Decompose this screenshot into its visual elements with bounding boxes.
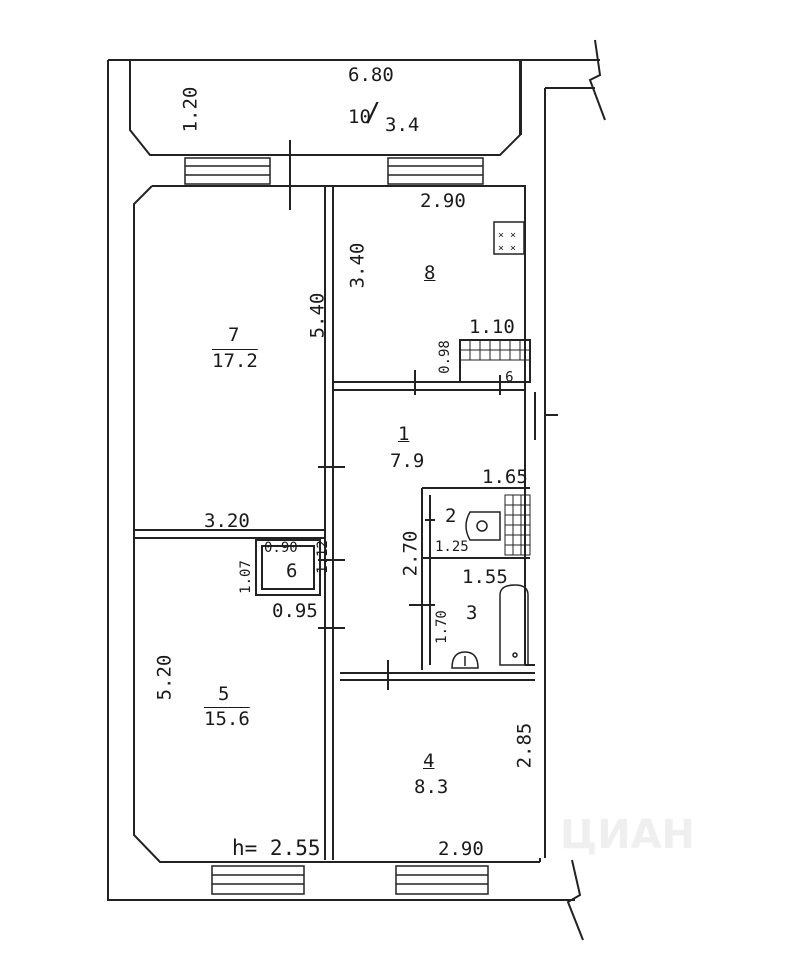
ceiling-height-label: h= 2.55 — [232, 836, 321, 860]
room-8-number: 8 — [424, 262, 436, 284]
room-4-depth: 2.85 — [513, 722, 536, 769]
room-3-depth: 1.70 — [433, 610, 450, 644]
break-mark-bottom — [566, 859, 584, 941]
room-3-number: 3 — [466, 602, 478, 624]
sink-icon — [451, 651, 479, 669]
room-4-number: 4 — [423, 750, 435, 772]
window-top-left — [184, 157, 271, 185]
room-8-width: 2.90 — [420, 190, 466, 212]
closet-6-side: 1.07 — [237, 560, 254, 594]
balcony-number: 10 — [348, 106, 371, 128]
closet-9-width: 1.10 — [469, 316, 515, 338]
balcony-slash: / — [365, 98, 381, 128]
room-1-width: 1.65 — [482, 466, 528, 488]
room-7-length: 5.40 — [306, 292, 329, 339]
room-7-area: 17.2 — [212, 350, 258, 372]
room-7-width: 3.20 — [204, 510, 250, 532]
closet-6-bottom: 0.95 — [272, 600, 318, 622]
watermark: ЦИАН — [560, 812, 696, 858]
closet-6-top: 0.90 — [264, 540, 298, 556]
toilet-icon — [465, 511, 501, 541]
window-top-right — [387, 157, 484, 185]
closet-9-depth: 0.98 — [436, 340, 453, 374]
room-3-width: 1.55 — [462, 566, 508, 588]
balcony-area: 3.4 — [385, 114, 420, 136]
outer-wall-left — [107, 60, 547, 901]
room-4-width: 2.90 — [438, 838, 484, 860]
closet-9 — [459, 339, 531, 383]
room-5-area: 15.6 — [204, 708, 250, 730]
room-1-length: 2.70 — [399, 530, 422, 577]
closet-9-number: 9 — [505, 367, 514, 383]
closet-hatch — [460, 340, 530, 361]
room-7-number: 7 — [228, 324, 240, 346]
closet-6-number: 6 — [286, 560, 298, 582]
closet-6 — [255, 539, 321, 596]
balcony-depth-label: 1.20 — [179, 86, 202, 133]
top-wall — [152, 185, 526, 420]
room-5-number: 5 — [218, 683, 230, 705]
balcony-width-label: 6.80 — [348, 64, 394, 86]
svg-text:× ×: × × — [498, 230, 516, 241]
inner-wall-left — [133, 185, 212, 863]
room-2-width: 1.25 — [435, 539, 469, 555]
svg-text:× ×: × × — [498, 243, 516, 254]
room-8-depth: 3.40 — [346, 242, 369, 289]
tile-hatch-2 — [504, 494, 531, 556]
break-mark-top — [588, 39, 606, 121]
room-2-walls — [421, 487, 530, 670]
bathtub-icon — [499, 584, 529, 666]
window-bottom-right — [395, 865, 489, 895]
stove-icon: × × × × — [493, 221, 525, 255]
room-4-area: 8.3 — [414, 776, 449, 798]
room-1-number: 1 — [398, 423, 410, 445]
room-1-area: 7.9 — [390, 450, 425, 472]
room-2-number: 2 — [445, 505, 457, 527]
room-5-length: 5.20 — [153, 654, 176, 701]
window-bottom-left — [211, 865, 305, 895]
closet-6-right: 1.12 — [314, 540, 331, 574]
